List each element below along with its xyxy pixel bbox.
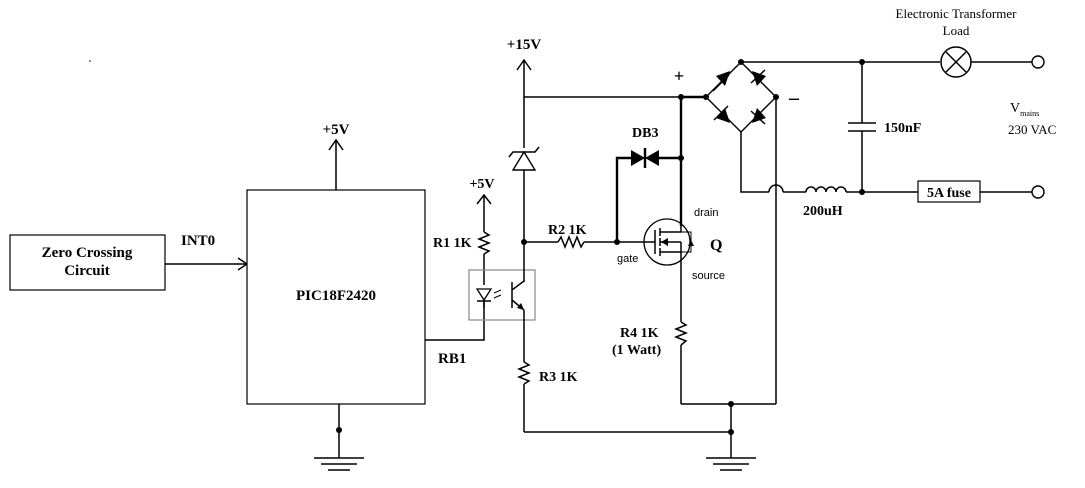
- zero-crossing-label-1: Zero Crossing: [42, 245, 133, 261]
- wire-crossover: [768, 184, 784, 193]
- mosfet-label: Q: [710, 237, 722, 254]
- vmains-value: 230 VAC: [1008, 122, 1056, 137]
- drain-label: drain: [694, 207, 718, 219]
- db3-label: DB3: [632, 126, 658, 141]
- gate-label: gate: [617, 253, 638, 265]
- db3-left-wire: [615, 156, 631, 242]
- r4-label-1: R4 1K: [620, 326, 659, 341]
- mcu-label: PIC18F2420: [296, 288, 376, 304]
- capacitor-150nf: [848, 122, 876, 132]
- r1-resistor: [476, 231, 492, 255]
- lamp-load-icon: [940, 46, 972, 78]
- mains-terminal-top: [1031, 55, 1045, 69]
- mcu-supply-arrow: [328, 138, 344, 151]
- power-ground-node: [728, 429, 734, 435]
- bridge-top-node: [738, 59, 744, 65]
- load-label-2: Load: [943, 23, 970, 38]
- stray-dot: [89, 60, 91, 62]
- fuse-label: 5A fuse: [927, 186, 971, 201]
- inductor-200uh: [805, 186, 847, 193]
- ground-symbol-left: [314, 457, 364, 471]
- r1-supply-arrow: [476, 193, 492, 205]
- vmains-label: Vmains: [1010, 101, 1039, 118]
- bridge-left-node: [703, 94, 709, 100]
- opto-led: [475, 288, 502, 308]
- r3-resistor: [516, 361, 532, 385]
- r4-label-2: (1 Watt): [612, 343, 661, 358]
- optocoupler-package: [468, 269, 536, 321]
- db3-diac: [631, 148, 659, 168]
- power-ground-node-top: [728, 401, 734, 407]
- supply-15v-label: +15V: [507, 37, 542, 53]
- zero-crossing-block: [9, 234, 166, 291]
- rb1-wire: [425, 300, 485, 341]
- r2-resistor: [557, 234, 585, 250]
- r2-label: R2 1K: [548, 223, 587, 238]
- diode-bridge: [705, 61, 777, 133]
- r1-supply-label: +5V: [469, 177, 494, 192]
- zero-crossing-label-2: Circuit: [64, 263, 110, 279]
- ground-symbol-right: [706, 457, 756, 471]
- rb1-label: RB1: [438, 351, 466, 367]
- ac-bottom-wire: [740, 132, 769, 193]
- mosfet-q: [643, 218, 694, 266]
- mains-terminal-bottom: [1031, 185, 1045, 199]
- bridge-minus-label: –: [788, 87, 800, 109]
- r3-label: R3 1K: [539, 370, 578, 385]
- r1-label: R1 1K: [433, 236, 472, 251]
- opto-phototransistor: [511, 280, 525, 311]
- capacitor-label: 150nF: [884, 121, 921, 136]
- source-label: source: [692, 270, 725, 282]
- mcu-supply-label: +5V: [323, 122, 350, 138]
- int0-label: INT0: [181, 233, 215, 249]
- load-label-1: Electronic Transformer: [896, 6, 1018, 21]
- mcu-ground-node: [336, 427, 342, 433]
- bridge-plus-label: +: [674, 66, 684, 86]
- zener-diode: [508, 146, 540, 171]
- r4-resistor: [673, 321, 689, 346]
- inductor-label: 200uH: [803, 204, 843, 219]
